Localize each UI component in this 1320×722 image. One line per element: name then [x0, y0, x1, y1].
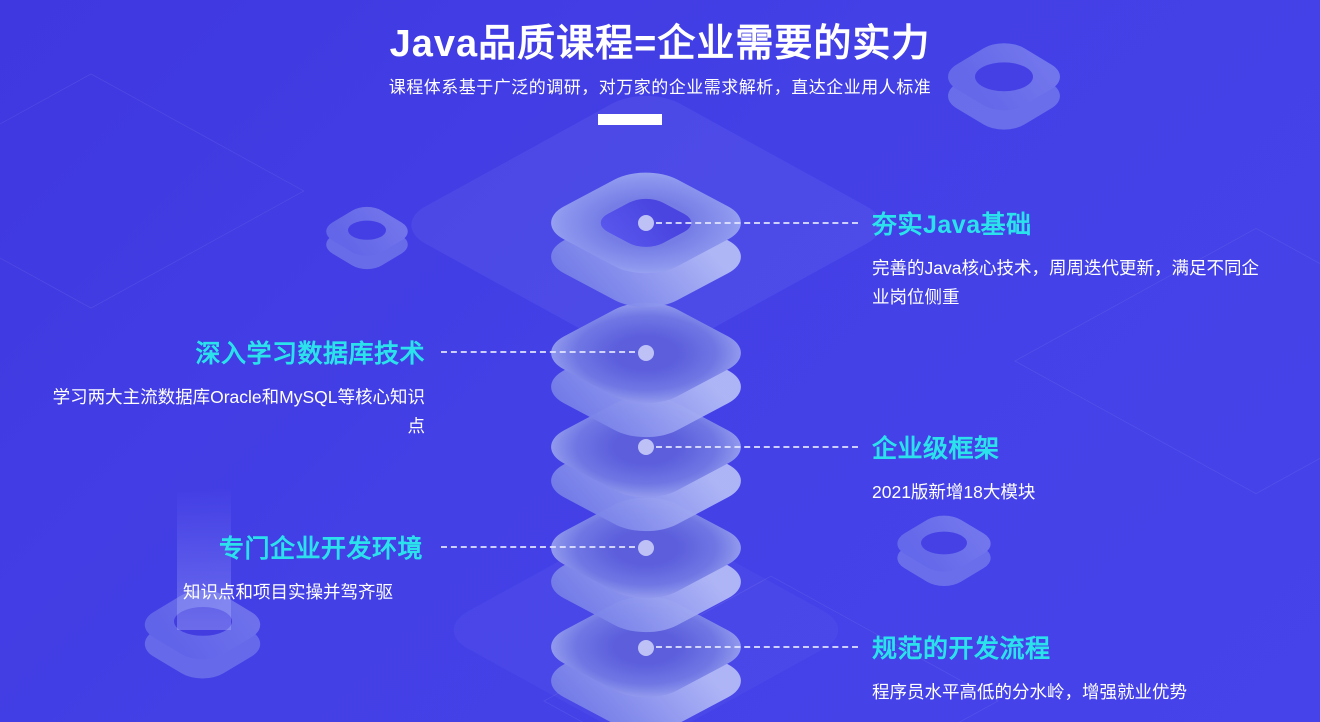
feature-desc: 完善的Java核心技术，周周迭代更新，满足不同企业岗位侧重: [872, 258, 1259, 307]
feature-desc: 学习两大主流数据库Oracle和MySQL等核心知识点: [52, 387, 425, 436]
connector-dot: [638, 345, 654, 361]
feature-desc: 2021版新增18大模块: [872, 482, 1036, 502]
connector-line: [656, 646, 858, 648]
connector-line: [656, 446, 858, 448]
page-subtitle: 课程体系基于广泛的调研，对万家的企业需求解析，直达企业用人标准: [388, 78, 932, 97]
feature-title: 专门企业开发环境: [218, 535, 423, 563]
decor-donut-top-right: [936, 36, 1072, 137]
connector-dot: [638, 215, 654, 231]
connector-dot: [638, 540, 654, 556]
feature-title: 企业级框架: [872, 435, 1000, 463]
background-outline-diamond: [0, 73, 305, 309]
connector-line: [441, 351, 635, 353]
feature-title: 深入学习数据库技术: [195, 340, 425, 368]
decor-light-beam: [177, 488, 231, 630]
feature-desc: 知识点和项目实操并驾齐驱: [183, 582, 393, 602]
connector-dot: [638, 640, 654, 656]
feature-dev-workflow: 规范的开发流程 程序员水平高低的分水岭，增强就业优势: [872, 629, 1268, 707]
page-title: Java品质课程=企业需要的实力: [389, 23, 931, 65]
connector-dot: [638, 439, 654, 455]
donut-hole: [975, 62, 1033, 92]
feature-java-basics: 夯实Java基础 完善的Java核心技术，周周迭代更新，满足不同企业岗位侧重: [872, 205, 1268, 312]
feature-enterprise-framework: 企业级框架 2021版新增18大模块: [872, 429, 1268, 507]
title-underline-bar: [598, 114, 662, 125]
connector-line: [656, 222, 858, 224]
donut-hole: [174, 607, 232, 636]
feature-database: 深入学习数据库技术 学习两大主流数据库Oracle和MySQL等核心知识点: [47, 334, 425, 441]
decor-donut-left: [317, 201, 417, 275]
feature-desc: 程序员水平高低的分水岭，增强就业优势: [872, 682, 1187, 702]
feature-title: 规范的开发流程: [872, 635, 1051, 663]
donut-hole: [348, 220, 386, 240]
feature-dev-environment: 专门企业开发环境 知识点和项目实操并驾齐驱: [45, 529, 423, 607]
feature-title: 夯实Java基础: [872, 211, 1032, 239]
decor-donut-right: [887, 509, 1001, 592]
connector-line: [441, 546, 635, 548]
donut-hole: [921, 531, 967, 555]
decor-donut-bottom-left: [132, 582, 273, 686]
